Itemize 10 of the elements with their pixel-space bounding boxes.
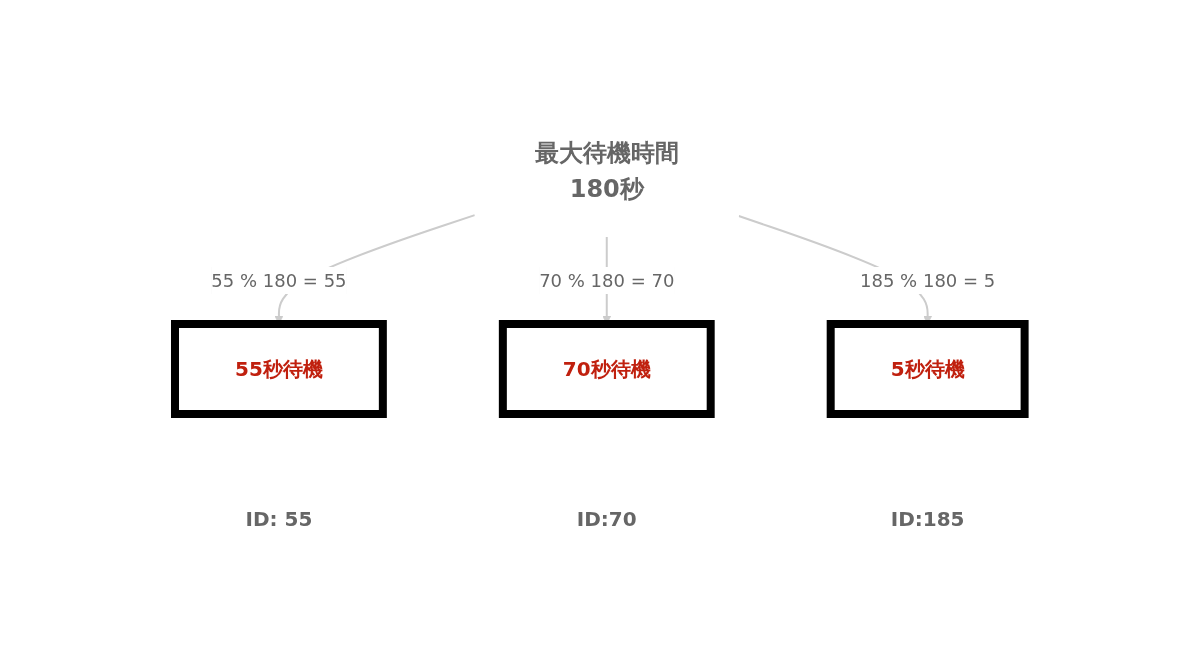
node-box: 5秒待機 [826, 320, 1029, 418]
node-box: 70秒待機 [499, 320, 715, 418]
node-text: ID:70 [577, 507, 637, 531]
node-text: ID: 55 [245, 507, 313, 531]
node-box: 55秒待機 [171, 320, 388, 418]
edge-label: 55 % 180 = 55 [211, 270, 347, 291]
edge-label: 185 % 180 = 5 [860, 270, 996, 291]
node-text: 最大待機時間 180秒 [534, 139, 679, 203]
node-text: ID:185 [890, 507, 965, 531]
edge-label: 70 % 180 = 70 [539, 270, 675, 291]
